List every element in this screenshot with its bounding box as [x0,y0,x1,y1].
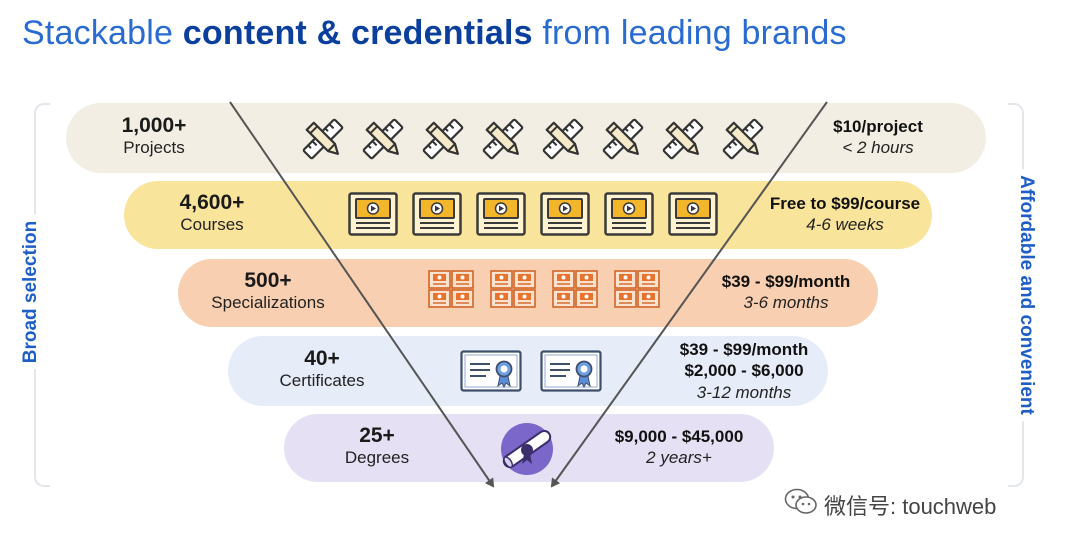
projects-band [66,103,986,173]
degrees-price-line: $9,000 - $45,000 [614,427,744,446]
certificates-price: $39 - $99/month $2,000 - $6,000 3-12 mon… [680,339,809,403]
video-course-icon [412,192,462,236]
projects-icons [300,116,766,162]
courses-duration: 4-6 weeks [806,215,884,235]
degrees-label: Degrees [344,448,410,468]
specialization-grid-icon [614,270,660,308]
degrees-icons [496,418,558,480]
certificates-count: 40+ Certificates [237,347,407,391]
page-title: Stackable content & credentials from lea… [22,14,847,53]
certificates-icons [460,350,602,392]
specialization-grid-icon [428,270,474,308]
title-bold: content & credentials [182,14,533,52]
video-course-icon [668,192,718,236]
courses-label: Courses [180,215,244,235]
specializations-icons [428,270,660,308]
wechat-watermark: 微信号: touchweb [784,488,996,522]
title-prefix: Stackable [22,14,174,52]
pencil-ruler-icon [360,116,406,162]
projects-duration: < 2 hours [842,138,914,158]
certificates-price-line-1: $39 - $99/month [679,340,809,359]
courses-count: 4,600+ Courses [127,191,297,235]
wechat-icon [784,488,818,522]
pencil-ruler-icon [600,116,646,162]
pencil-ruler-icon [480,116,526,162]
title-suffix: from leading brands [542,14,847,52]
pencil-ruler-icon [300,116,346,162]
specialization-grid-icon [490,270,536,308]
affordable-convenient-label: Affordable and convenient [1015,169,1037,421]
pencil-ruler-icon [540,116,586,162]
degrees-count: 25+ Degrees [292,424,462,468]
certificates-duration: 3-12 months [696,382,792,402]
pencil-ruler-icon [660,116,706,162]
diploma-icon [496,418,558,480]
courses-icons [348,192,718,236]
specializations-price-line: $39 - $99/month [721,272,851,291]
specializations-count: 500+ Specializations [183,269,353,313]
certificates-price-line-2: $2,000 - $6,000 [684,361,804,381]
projects-price-line: $10/project [833,117,923,136]
courses-price: Free to $99/course 4-6 weeks [770,193,920,236]
certificate-icon [460,350,522,392]
specialization-grid-icon [552,270,598,308]
pencil-ruler-icon [420,116,466,162]
specializations-duration: 3-6 months [743,293,829,313]
degrees-duration: 2 years+ [646,448,712,468]
specializations-price: $39 - $99/month 3-6 months [722,271,851,314]
specializations-number: 500+ [244,269,292,292]
projects-number: 1,000+ [121,114,187,137]
specializations-label: Specializations [211,293,325,313]
video-course-icon [476,192,526,236]
courses-price-line: Free to $99/course [769,194,921,213]
video-course-icon [540,192,590,236]
certificates-label: Certificates [279,371,365,391]
video-course-icon [348,192,398,236]
courses-number: 4,600+ [179,191,245,214]
pencil-ruler-icon [720,116,766,162]
degrees-price: $9,000 - $45,000 2 years+ [615,426,744,469]
video-course-icon [604,192,654,236]
broad-selection-label: Broad selection [20,214,42,370]
watermark-text: 微信号: touchweb [824,494,997,519]
projects-price: $10/project < 2 hours [833,116,923,159]
projects-label: Projects [123,138,185,158]
degrees-number: 25+ [359,424,395,447]
projects-count: 1,000+ Projects [69,114,239,158]
certificate-icon [540,350,602,392]
certificates-number: 40+ [304,347,340,370]
